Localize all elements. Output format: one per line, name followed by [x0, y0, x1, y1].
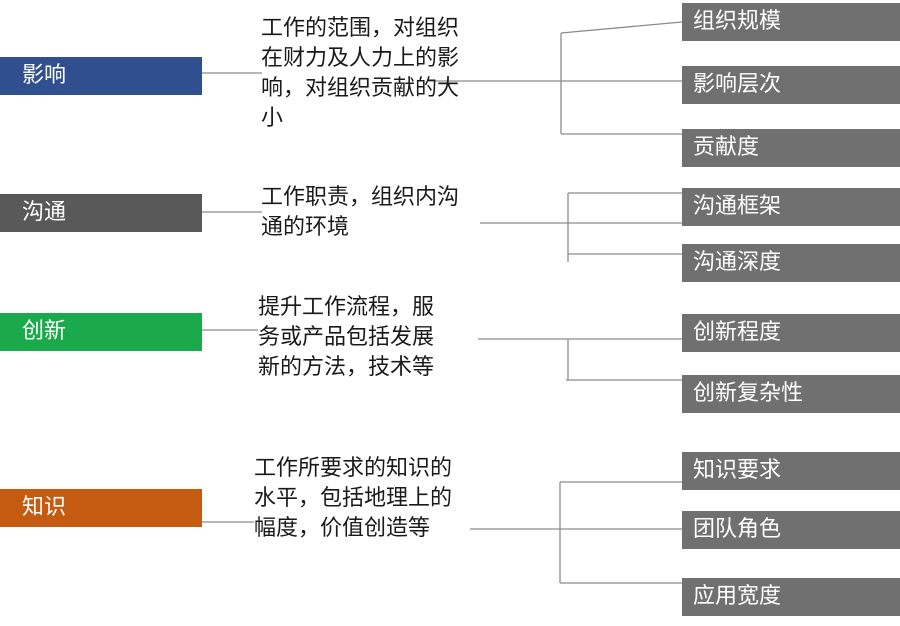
- item-box: 应用宽度: [682, 578, 900, 616]
- category-box-innovation: 创新: [0, 313, 202, 351]
- description-line: 工作职责，组织内沟: [261, 185, 460, 210]
- description-line: 提升工作流程，服: [258, 295, 435, 320]
- description-line: 响，对组织贡献的大: [261, 76, 460, 101]
- description-line: 在财力及人力上的影: [261, 46, 460, 71]
- description-innovation: 提升工作流程，服 务或产品包括发展 新的方法，技术等: [258, 293, 483, 383]
- description-impact: 工作的范围，对组织 在财力及人力上的影 响，对组织贡献的大 小: [261, 14, 486, 134]
- category-box-knowledge: 知识: [0, 489, 202, 527]
- item-box: 团队角色: [682, 511, 900, 549]
- item-box: 创新程度: [682, 314, 900, 352]
- description-line: 务或产品包括发展: [258, 325, 435, 350]
- category-box-communication: 沟通: [0, 194, 202, 232]
- item-box: 沟通深度: [682, 244, 900, 282]
- item-box: 创新复杂性: [682, 375, 900, 413]
- description-knowledge: 工作所要求的知识的 水平，包括地理上的 幅度，价值创造等: [254, 454, 479, 544]
- description-line: 工作所要求的知识的: [254, 456, 453, 481]
- item-box: 知识要求: [682, 452, 900, 490]
- item-box: 影响层次: [682, 66, 900, 104]
- description-line: 通的环境: [261, 215, 350, 240]
- description-line: 幅度，价值创造等: [254, 516, 431, 541]
- item-box: 沟通框架: [682, 188, 900, 226]
- description-line: 小: [261, 106, 284, 131]
- connector-line: [560, 21, 683, 34]
- description-communication: 工作职责，组织内沟 通的环境: [261, 183, 486, 243]
- description-line: 水平，包括地理上的: [254, 486, 453, 511]
- item-box: 贡献度: [682, 129, 900, 167]
- category-box-impact: 影响: [0, 57, 202, 95]
- description-line: 新的方法，技术等: [258, 355, 435, 380]
- item-box: 组织规模: [682, 3, 900, 41]
- description-line: 工作的范围，对组织: [261, 16, 460, 41]
